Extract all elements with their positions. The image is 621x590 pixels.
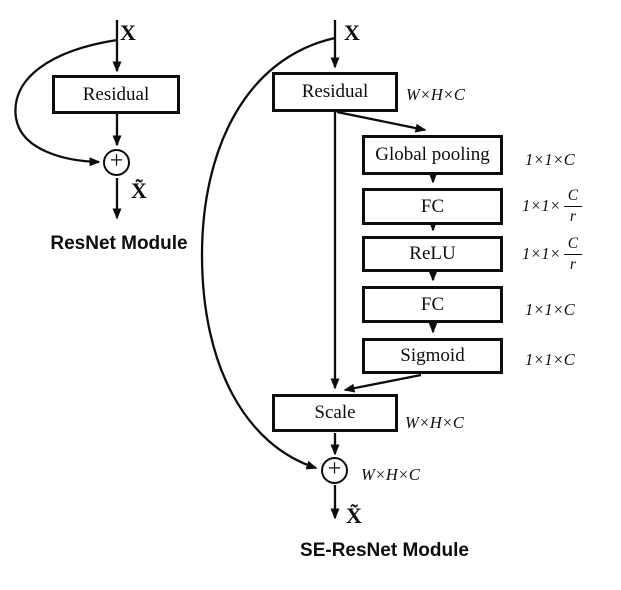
resnet-output-label: X̃ [131,178,147,203]
resnet-input-label: X [120,20,136,45]
se-sum-node: + [321,457,348,484]
se-scale-box: Scale [272,394,398,432]
se-relu-dim-label: 1×1× C r [522,232,583,276]
se-fc1-dim-prefix: 1×1× [522,195,561,215]
se-input-label: X [344,20,360,45]
resnet-module-title: ResNet Module [50,233,188,254]
se-relu-dim-denominator: r [569,255,576,273]
resnet-residual-box: Residual [52,75,180,114]
se-sigmoid-dim-label: 1×1×C [525,350,575,369]
se-residual-dim-label: W×H×C [406,85,465,104]
se-scale-dim-label: W×H×C [405,413,464,432]
se-sigmoid-label: Sigmoid [400,345,465,366]
se-fc2-box: FC [362,286,503,323]
se-fc2-label: FC [420,293,445,315]
se-fc1-dim-label: 1×1× C r [522,184,583,228]
se-residual-label: Residual [301,81,369,102]
se-relu-label: ReLU [409,243,456,264]
plus-icon: + [327,456,342,482]
se-fc1-label: FC [420,195,445,217]
se-relu-dim-numerator: C [563,236,583,255]
se-fc1-dim-numerator: C [563,188,583,207]
se-fc1-dim-denominator: r [569,207,576,225]
se-sum-dim-label: W×H×C [361,465,420,484]
se-relu-box: ReLU [362,236,503,272]
se-skip-connection-arc [200,36,336,470]
plus-icon: + [109,148,124,174]
se-global-pooling-box: Global pooling [362,135,503,175]
resnet-sum-node: + [103,149,130,176]
se-fc1-box: FC [362,188,503,225]
se-global-pooling-dim-label: 1×1×C [525,150,575,169]
se-fc2-dim-label: 1×1×C [525,300,575,319]
se-residual-to-global-pooling-arrow [336,110,427,133]
se-residual-box: Residual [272,72,398,112]
resnet-skip-connection-arc [14,38,118,167]
se-relu-dim-fraction: C r [563,236,583,273]
se-scale-label: Scale [314,402,356,423]
se-sigmoid-box: Sigmoid [362,338,503,374]
se-output-label: X̃ [346,503,362,528]
se-resnet-module-title: SE-ResNet Module [300,540,469,561]
se-sigmoid-to-scale-arrow [343,373,422,393]
se-relu-dim-prefix: 1×1× [522,243,561,263]
se-global-pooling-label: Global pooling [375,144,490,165]
resnet-residual-label: Residual [82,83,150,105]
se-fc1-dim-fraction: C r [563,188,583,225]
